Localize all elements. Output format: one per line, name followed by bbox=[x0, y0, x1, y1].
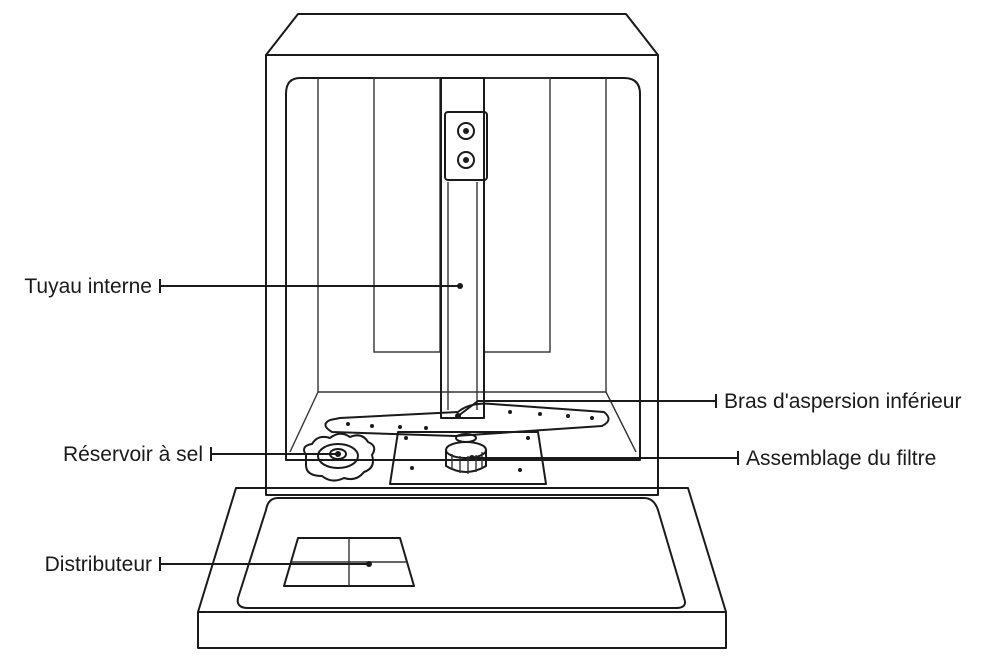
connector-bolt-bottom-center bbox=[463, 157, 469, 163]
spray-arm-holes bbox=[346, 410, 594, 430]
label-filter-assembly: Assemblage du filtre bbox=[746, 447, 936, 470]
rear-panel-right bbox=[483, 77, 551, 353]
internal-pipe-inner bbox=[447, 182, 478, 410]
filter-base-plate bbox=[389, 431, 547, 485]
lower-spray-arm bbox=[324, 402, 610, 437]
dispenser bbox=[283, 537, 415, 587]
leader-dispenser bbox=[159, 557, 372, 571]
leader-filter-assembly bbox=[469, 451, 739, 465]
pipe-connector bbox=[444, 111, 488, 181]
inner-tub bbox=[285, 77, 641, 461]
leader-salt-reservoir bbox=[210, 447, 341, 461]
open-door bbox=[197, 487, 727, 649]
outer-body bbox=[265, 54, 659, 496]
label-internal-pipe: Tuyau interne bbox=[24, 275, 152, 298]
leader-lower-spray-arm bbox=[455, 394, 717, 419]
top-lid bbox=[265, 13, 659, 56]
label-salt-reservoir: Réservoir à sel bbox=[63, 443, 203, 466]
rear-panel-left bbox=[373, 77, 441, 353]
internal-pipe bbox=[440, 77, 485, 419]
connector-bolt-bottom bbox=[457, 151, 475, 169]
floor-left-corner bbox=[289, 391, 319, 453]
salt-reservoir-cap bbox=[303, 432, 376, 482]
filter-plate-holes bbox=[404, 436, 530, 472]
label-lower-spray-arm: Bras d'aspersion inférieur bbox=[724, 390, 961, 413]
label-dispenser: Distributeur bbox=[45, 553, 152, 576]
connector-bolt-top bbox=[457, 122, 475, 140]
door-inner-panel bbox=[236, 497, 686, 609]
filter-assembly bbox=[445, 433, 487, 474]
connector-bolt-top-center bbox=[463, 128, 469, 134]
leader-internal-pipe bbox=[159, 279, 463, 293]
